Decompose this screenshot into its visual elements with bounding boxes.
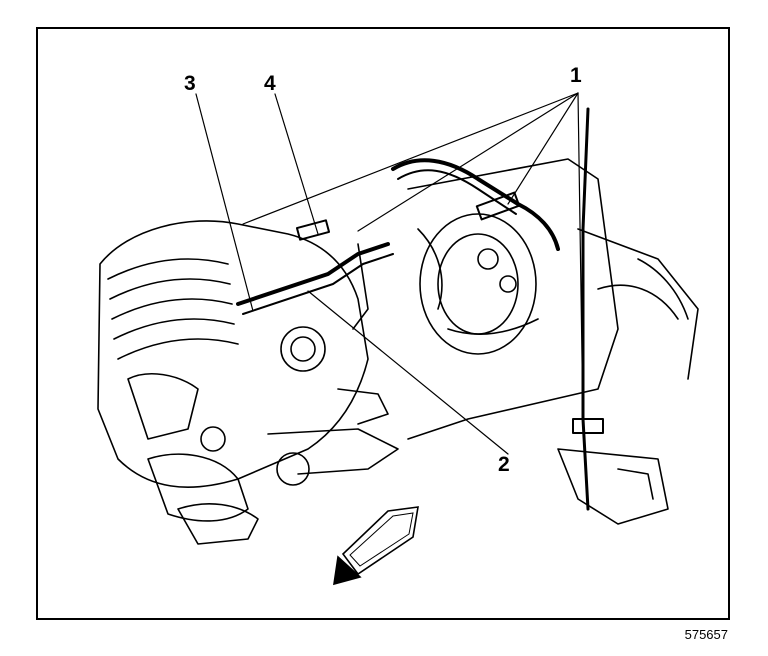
callout-4: 4	[264, 72, 276, 95]
vertical-line	[581, 107, 590, 511]
firewall	[407, 158, 619, 440]
hose	[391, 158, 560, 251]
leader-3	[195, 93, 254, 312]
callout-2: 2	[498, 453, 510, 476]
callout-3: 3	[184, 72, 196, 95]
callout-1: 1	[570, 64, 582, 87]
leader-1b	[357, 92, 579, 232]
leader-1a	[242, 92, 579, 225]
throttle-body	[280, 326, 326, 372]
diagram-frame: 1 2 3 4	[36, 27, 730, 620]
leader-1c	[507, 92, 579, 205]
leader-1d	[577, 92, 584, 425]
figure-number: 575657	[684, 627, 728, 642]
leader-4	[274, 93, 319, 235]
engine-block	[97, 220, 369, 488]
brake-booster	[419, 213, 537, 355]
engine-illustration	[97, 92, 699, 586]
leader-2	[307, 290, 509, 455]
intake-runners	[107, 258, 239, 360]
direction-arrow	[333, 506, 419, 586]
